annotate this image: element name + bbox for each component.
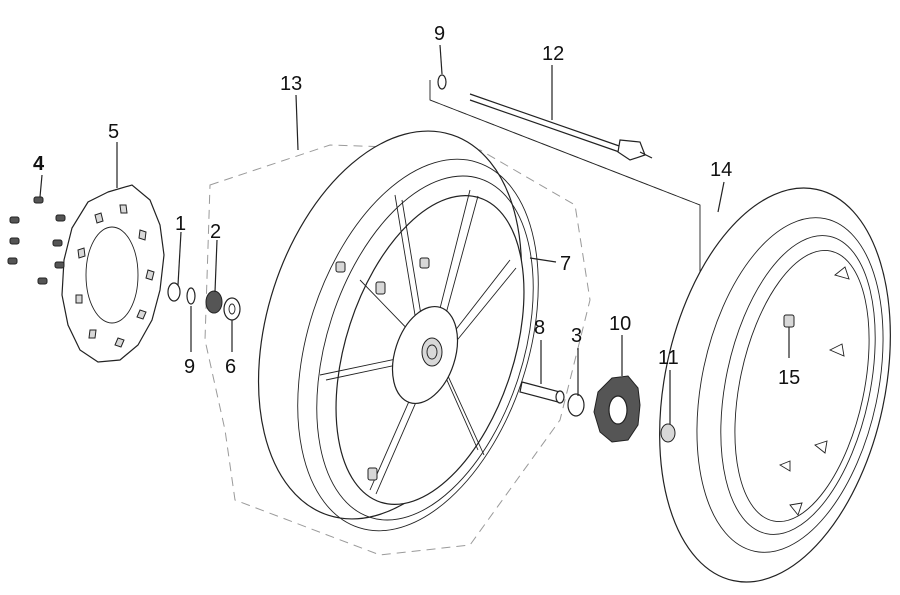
label-14: 14	[710, 159, 732, 181]
label-9-lower: 9	[184, 356, 195, 378]
label-10: 10	[609, 313, 631, 335]
bearing-and-seal-parts	[167, 282, 241, 321]
washer-top	[437, 74, 447, 90]
brake-disc	[61, 184, 165, 363]
label-2: 2	[210, 221, 221, 243]
disc-bolts	[7, 196, 66, 285]
label-3: 3	[571, 325, 582, 347]
label-5: 5	[108, 121, 119, 143]
axle-nut	[660, 423, 676, 443]
label-9-upper: 9	[434, 23, 445, 45]
label-7: 7	[560, 253, 571, 275]
valve-stem	[783, 314, 795, 358]
label-4: 4	[33, 153, 45, 175]
label-1: 1	[175, 213, 186, 235]
leader-lines	[39, 44, 725, 424]
label-11: 11	[658, 347, 679, 369]
tire	[659, 187, 891, 583]
axle-shaft	[469, 93, 653, 161]
label-6: 6	[225, 356, 236, 378]
bearing-3	[567, 393, 585, 417]
callout-labels: 1 2 3 4 5 6 7 8 9 9 10 11 12 13 14 15	[33, 23, 800, 389]
hub-damper	[593, 375, 641, 443]
label-12: 12	[542, 43, 564, 65]
label-15: 15	[778, 367, 800, 389]
wheel-assembly-outline	[204, 144, 591, 556]
wheel-rim	[257, 130, 539, 532]
label-8: 8	[534, 317, 545, 339]
spacer-tube	[519, 381, 565, 404]
label-13: 13	[280, 73, 302, 95]
